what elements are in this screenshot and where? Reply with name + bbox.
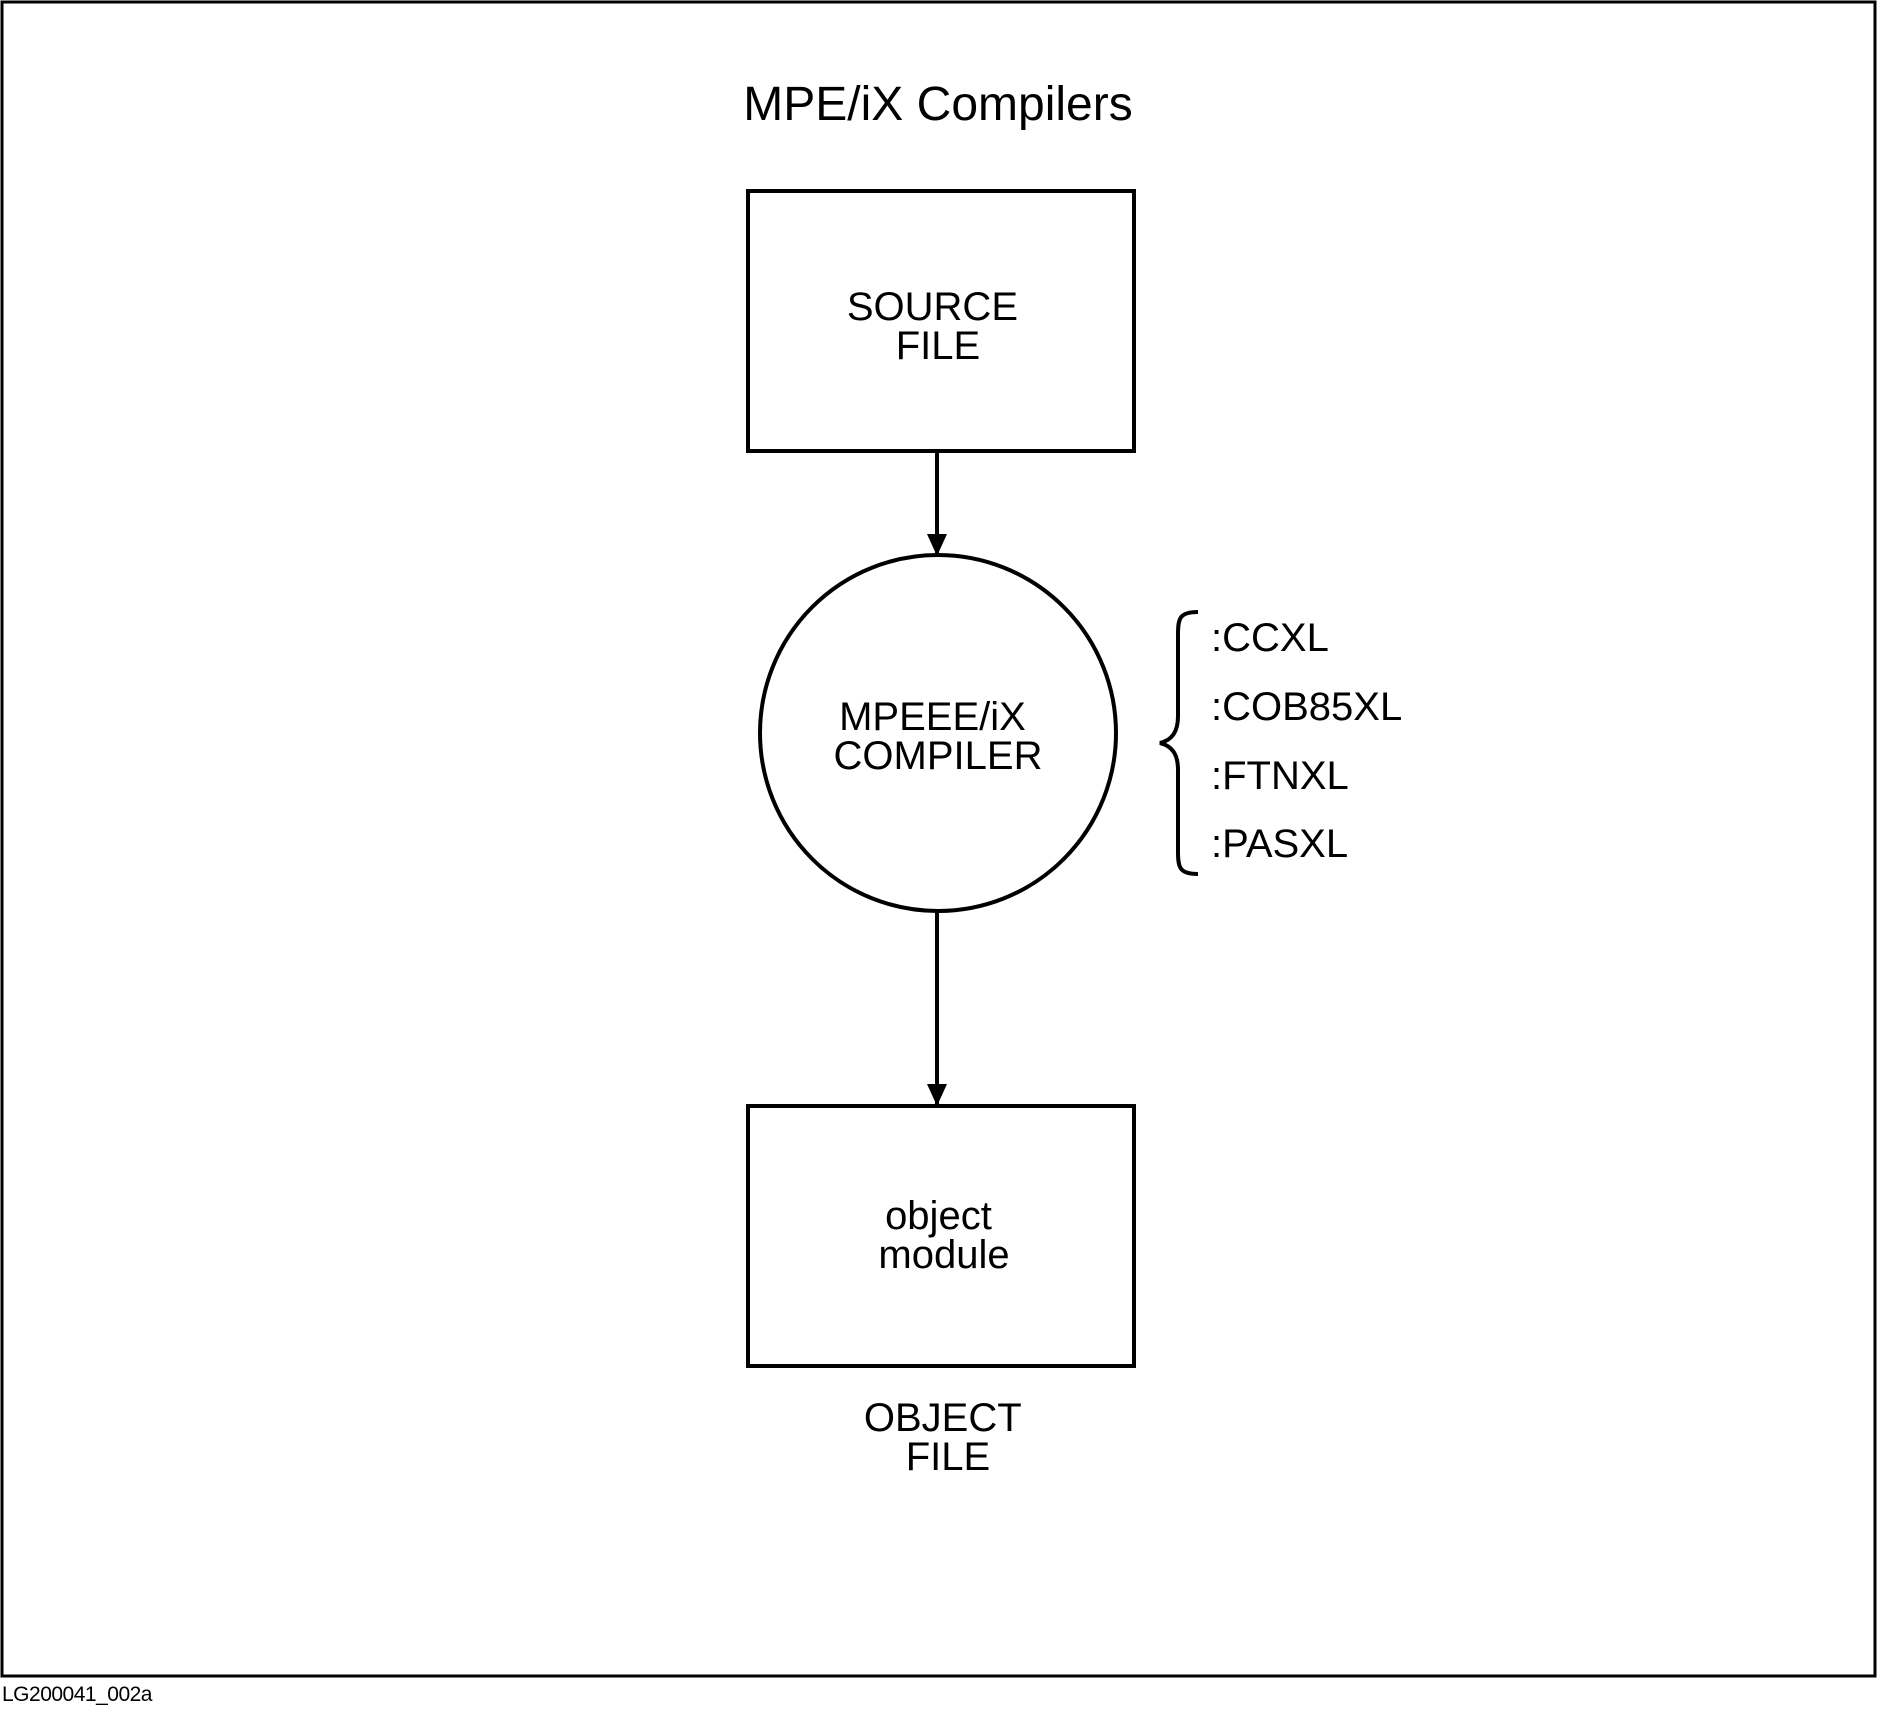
diagram-title: MPE/iX Compilers bbox=[743, 78, 1132, 131]
command-cob85xl: :COB85XL bbox=[1211, 685, 1402, 729]
command-ccxl: :CCXL bbox=[1211, 616, 1329, 660]
commands-brace bbox=[1159, 610, 1199, 876]
compiler-label: MPEEE/iX COMPILER bbox=[834, 695, 1043, 778]
compiler-line-2: COMPILER bbox=[834, 734, 1043, 778]
object-box-label: object module bbox=[878, 1194, 1009, 1277]
compiler-circle bbox=[758, 553, 1118, 913]
object-caption-line-1: OBJECT bbox=[864, 1396, 1021, 1440]
arrowhead-source-to-compiler bbox=[927, 534, 947, 556]
source-box-line-1: SOURCE bbox=[847, 285, 1018, 329]
object-box-line-1: object bbox=[885, 1194, 992, 1238]
source-file-box bbox=[746, 189, 1136, 453]
figure-id-label: LG200041_002a bbox=[2, 1683, 153, 1706]
command-ftnxl: :FTNXL bbox=[1211, 754, 1349, 798]
command-pasxl: :PASXL bbox=[1211, 822, 1348, 866]
source-box-label: SOURCE FILE bbox=[847, 285, 1029, 368]
compiler-line-1: MPEEE/iX bbox=[839, 695, 1026, 739]
object-caption-line-2: FILE bbox=[906, 1435, 990, 1479]
arrowhead-compiler-to-object bbox=[927, 1084, 947, 1106]
object-file-caption: OBJECT FILE bbox=[864, 1396, 1032, 1479]
source-box-line-2: FILE bbox=[896, 324, 980, 368]
object-module-box bbox=[746, 1104, 1136, 1368]
object-box-line-2: module bbox=[878, 1233, 1009, 1277]
